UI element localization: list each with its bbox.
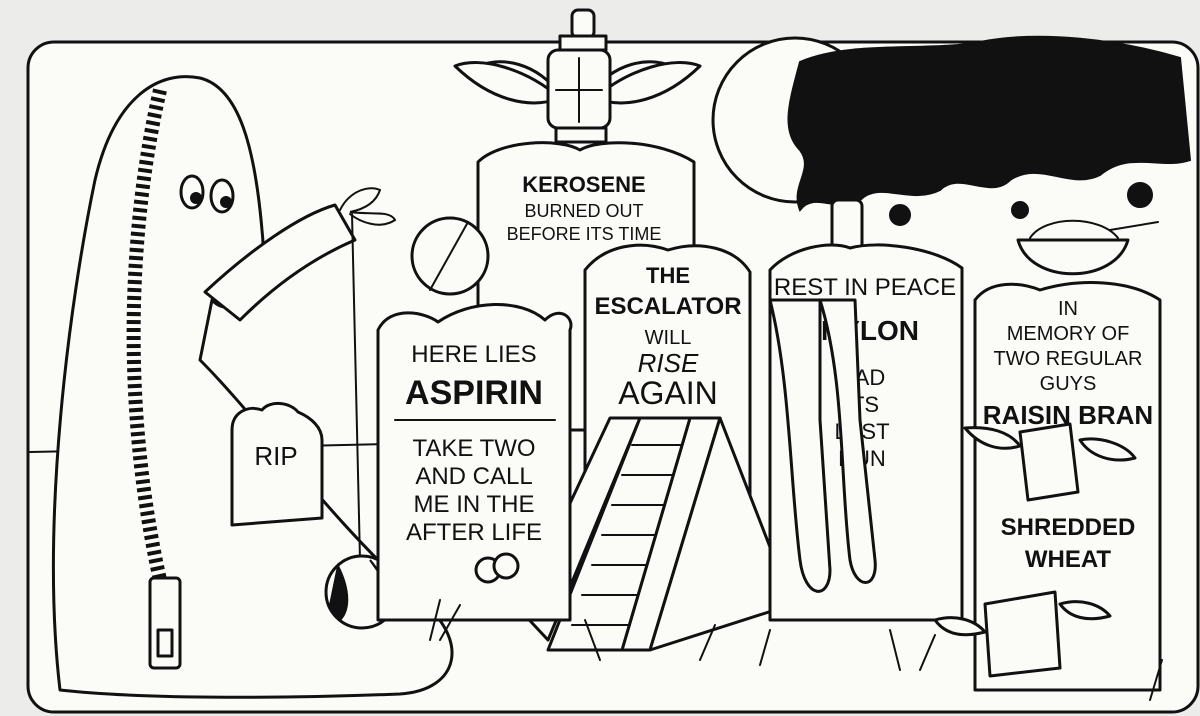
cereal-line-6: SHREDDED [1001, 514, 1136, 541]
raisin-bran-box-icon [963, 422, 1137, 502]
aspirin-line-4: AND CALL [415, 463, 532, 490]
kerosene-line-3: BEFORE ITS TIME [507, 224, 662, 244]
tree-foliage-icon [787, 35, 1192, 238]
cereal-line-2: MEMORY OF [1007, 323, 1130, 345]
nylon-line-1: REST IN PEACE [774, 274, 956, 301]
escalator-icon [518, 416, 777, 652]
bow-icon [339, 187, 397, 226]
escalator-line-2: ESCALATOR [594, 293, 741, 320]
shredded-wheat-box-icon [933, 590, 1112, 678]
aspirin-line-2: ASPIRIN [405, 374, 543, 412]
escalator-line-1: THE [646, 263, 690, 288]
aspirin-stone: HERE LIES ASPIRIN TAKE TWO AND CALL ME I… [376, 216, 573, 622]
escalator-line-5: AGAIN [618, 375, 718, 411]
cereal-stone: IN MEMORY OF TWO REGULAR GUYS RAISIN BRA… [933, 219, 1162, 692]
pill-icon [474, 552, 520, 584]
cereal-line-4: GUYS [1040, 373, 1097, 395]
rip-stone: RIP [230, 402, 324, 527]
nylon-stone: REST IN PEACE NYLON HAD ITS LAST RUN [768, 198, 964, 622]
cereal-line-3: TWO REGULAR [994, 348, 1143, 370]
aspirin-line-6: AFTER LIFE [406, 519, 542, 546]
rip-text: RIP [254, 441, 297, 471]
escalator-line-4: RISE [638, 348, 699, 378]
kerosene-lantern [453, 8, 702, 144]
kerosene-line-2: BURNED OUT [524, 201, 643, 221]
zipper-ghost-icon [51, 75, 454, 699]
grass [429, 599, 1163, 701]
aspirin-line-1: HERE LIES [411, 341, 536, 368]
kerosene-line-1: KEROSENE [522, 172, 645, 197]
cereal-line-7: WHEAT [1025, 546, 1112, 573]
aspirin-line-5: ME IN THE [414, 491, 535, 518]
stocking-icon [768, 298, 877, 593]
aspirin-line-3: TAKE TWO [412, 435, 535, 462]
cereal-line-1: IN [1058, 298, 1078, 320]
cereal-bowl-icon [1016, 219, 1159, 276]
yoyo-string [351, 213, 361, 561]
escalator-line-3: WILL [645, 327, 692, 349]
